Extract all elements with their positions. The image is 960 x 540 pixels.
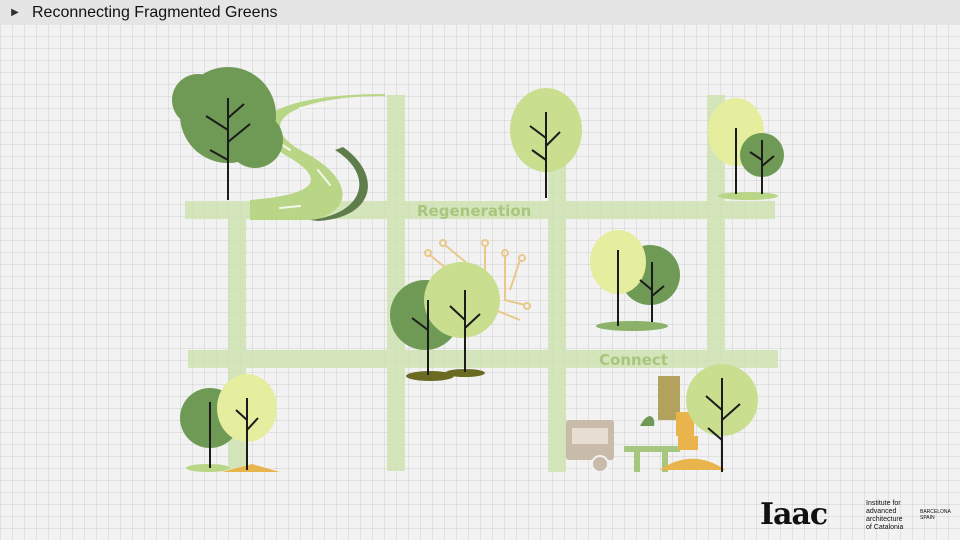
tree-icon [172, 67, 283, 200]
bird-feeder-icon [640, 376, 680, 426]
playground-slide-icon [660, 412, 725, 470]
logo-location-country: SPAIN [920, 515, 935, 521]
tree-pair-icon [390, 262, 500, 381]
page-title: Reconnecting Fragmented Greens [32, 3, 278, 21]
title-bar: ▶ Reconnecting Fragmented Greens [0, 0, 960, 25]
logo-mark: Iaac [760, 497, 828, 532]
tree-pair-icon [180, 374, 280, 472]
logo-line: architecture [866, 516, 903, 523]
tree-icon [686, 364, 758, 472]
horizontal-band-bottom [188, 350, 778, 368]
collapse-toggle[interactable]: ▶ [6, 7, 24, 18]
logo-location: BARCELONA SPAIN [920, 509, 951, 521]
logo-line: Institute for [866, 500, 901, 507]
logo-line: of Catalonia [866, 524, 904, 531]
triangle-right-icon[interactable]: ▶ [11, 7, 19, 18]
tree-icon [510, 88, 582, 198]
park-bench-icon [624, 446, 680, 472]
tree-pair-icon [590, 230, 680, 331]
logo-line: advanced [866, 508, 897, 515]
logo-institute-text: Institute for advanced architecture of C… [866, 500, 936, 532]
tree-pair-icon [708, 98, 784, 200]
connect-label: Connect [599, 351, 668, 369]
logo-location-city: BARCELONA [920, 509, 951, 515]
vertical-band-3 [548, 150, 566, 472]
vertical-band-4 [707, 95, 725, 375]
vertical-band-2 [387, 95, 405, 471]
regeneration-label: Regeneration [417, 202, 532, 220]
vendor-cart-icon [566, 420, 614, 473]
